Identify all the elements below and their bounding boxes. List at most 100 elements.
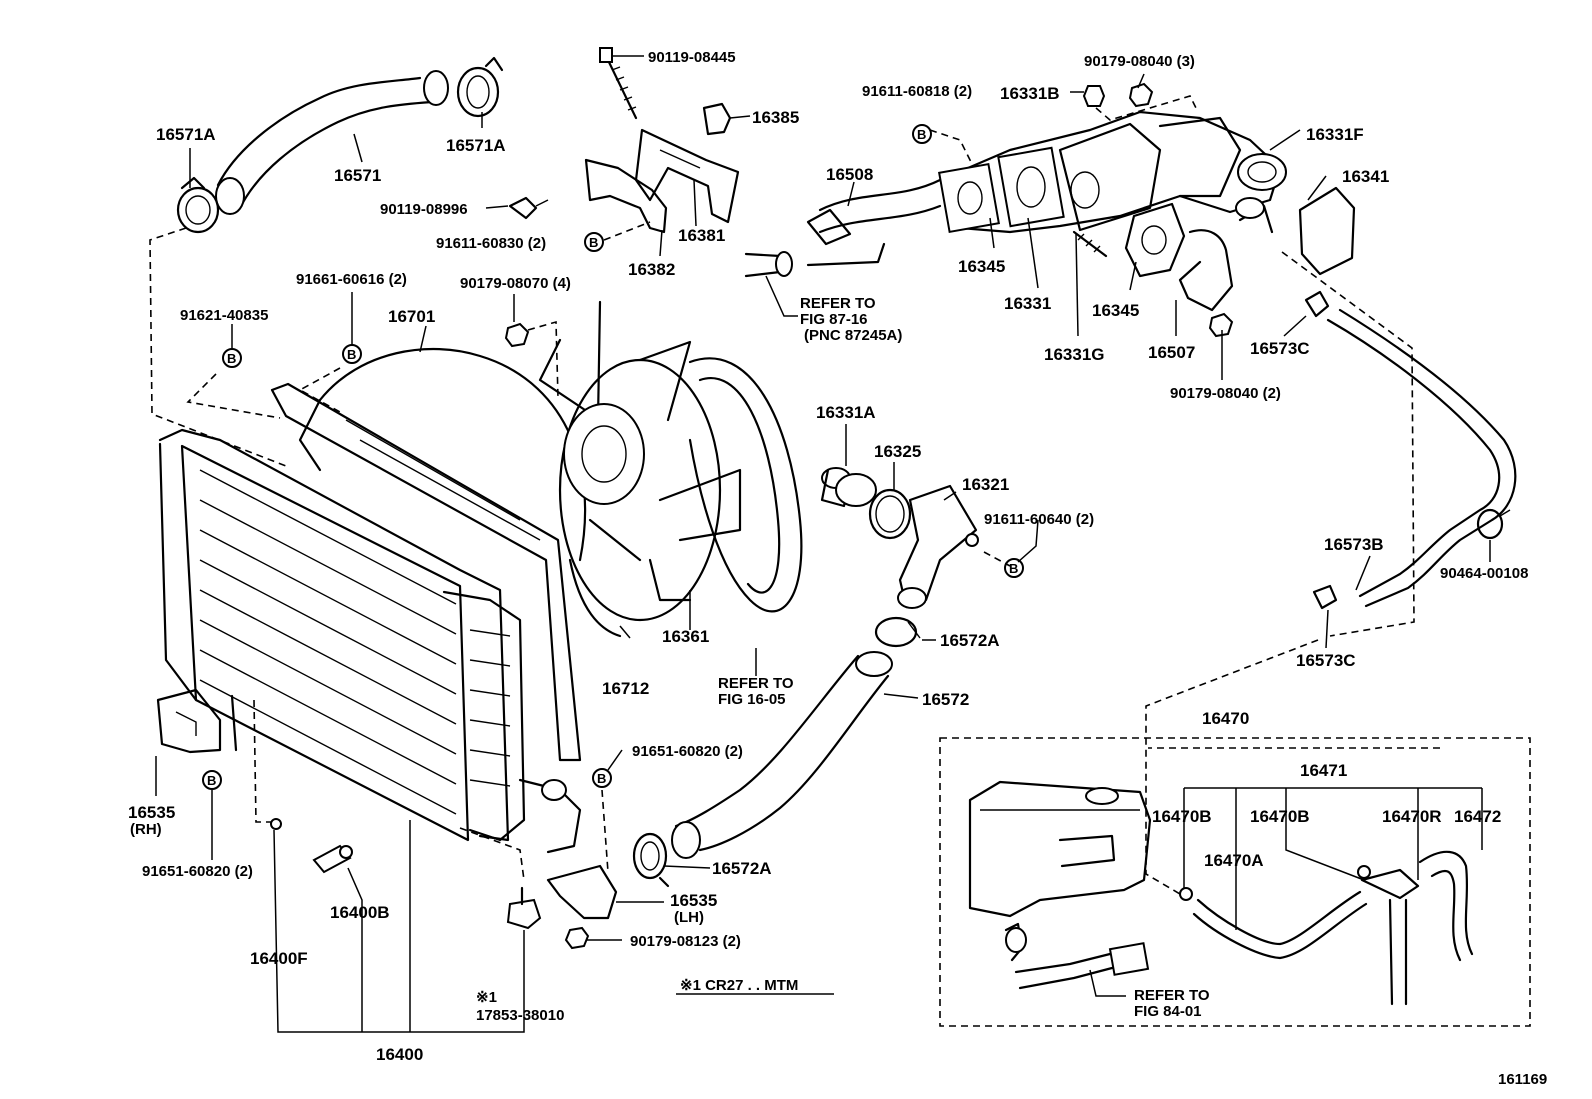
label-16400B: 16400B (330, 903, 390, 922)
v-belt (688, 357, 803, 613)
label-16325: 16325 (874, 442, 921, 461)
svg-text:B: B (917, 127, 926, 142)
label-refer-84-01-b: FIG 84-01 (1134, 1003, 1202, 1020)
water-inlet-16321 (897, 484, 979, 609)
label-16471: 16471 (1300, 761, 1347, 780)
bracket-16382 (584, 158, 668, 234)
label-91611-60830: 91611-60830 (2) (436, 235, 546, 252)
label-16341: 16341 (1342, 167, 1389, 186)
bolt-91651-60820-right: B (592, 768, 612, 788)
label-16381: 16381 (678, 226, 725, 245)
cushion-17853-38010 (506, 886, 542, 930)
bolt-90119-08445 (599, 47, 638, 120)
label-91621-40835: 91621-40835 (180, 307, 268, 324)
label-16701: 16701 (388, 307, 435, 326)
drain-plug-16400F (270, 818, 282, 830)
water-outlet-16331 (806, 110, 1287, 267)
bolt-91611-60640: B (1004, 558, 1024, 578)
svg-text:B: B (589, 235, 598, 250)
nut-90179-08040-top (1128, 82, 1154, 108)
label-91611-60818: 91611-60818 (2) (862, 83, 972, 100)
water-pipe-16507 (1178, 197, 1274, 312)
hose-clamp-16573C-top (1304, 290, 1330, 318)
label-16470A: 16470A (1204, 851, 1264, 870)
label-16472: 16472 (1454, 807, 1501, 826)
reservoir-hose-16573B (1326, 308, 1517, 608)
hose-clamp-16571A-left (176, 176, 220, 234)
label-refer-16-05-b: FIG 16-05 (718, 691, 786, 708)
radiator-16400 (158, 428, 582, 854)
label-16535-lh-a: 16535 (670, 891, 717, 910)
label-16400: 16400 (376, 1045, 423, 1064)
bolt-91611-60830: B (584, 232, 604, 252)
svg-text:B: B (207, 773, 216, 788)
label-refer-16-05-a: REFER TO (718, 675, 794, 692)
gasket-16345-lower (1124, 202, 1186, 278)
leader-lines (149, 55, 1531, 1033)
label-16382: 16382 (628, 260, 675, 279)
label-refer-87-16-c: (PNC 87245A) (804, 327, 902, 344)
figure-number: 161169 (1498, 1071, 1547, 1088)
fan-clutch-16712 (568, 518, 642, 638)
label-16361: 16361 (662, 627, 709, 646)
label-90179-08040-3: 90179-08040 (3) (1084, 53, 1195, 70)
label-90179-08123: 90179-08123 (2) (630, 933, 741, 950)
svg-text:B: B (1009, 561, 1018, 576)
thermostat-16331A (820, 467, 877, 508)
label-90179-08070: 90179-08070 (4) (460, 275, 571, 292)
hose-clamp-16572A-top (874, 616, 921, 648)
gasket-16341 (1298, 186, 1356, 276)
bolt-91621-40835: B (222, 348, 242, 368)
bolt-90179-08123 (564, 926, 590, 950)
label-90119-08996: 90119-08996 (380, 201, 468, 218)
bolt-91651-60820-left: B (202, 770, 222, 790)
stud-16331G (1072, 230, 1108, 258)
reserve-tank-hoses-16471 (1179, 850, 1474, 1006)
label-16572: 16572 (922, 690, 969, 709)
label-16345-a: 16345 (958, 257, 1005, 276)
gasket-16325 (868, 488, 912, 540)
label-16470B-a: 16470B (1152, 807, 1212, 826)
label-16573C-bottom: 16573C (1296, 651, 1356, 670)
part-labels: 16571A 16571 16571A 90119-08445 16385 90… (128, 49, 1547, 1088)
label-refer-87-16-b: FIG 87-16 (800, 311, 868, 328)
label-16331B: 16331B (1000, 84, 1060, 103)
label-91651-60820-right: 91651-60820 (2) (632, 743, 743, 760)
label-16571A-left: 16571A (156, 125, 216, 144)
label-91611-60640: 91611-60640 (2) (984, 511, 1094, 528)
label-16535-rh-b: (RH) (130, 821, 162, 838)
label-16470: 16470 (1202, 709, 1249, 728)
label-90119-08445: 90119-08445 (648, 49, 736, 66)
label-note-mark: ※1 (476, 989, 497, 1006)
bolt-90119-08996 (508, 196, 549, 220)
bolt-91611-60818: B (912, 124, 932, 144)
label-16535-lh-b: (LH) (674, 909, 704, 926)
label-16345-b: 16345 (1092, 301, 1139, 320)
nut-90179-08070 (504, 322, 530, 348)
label-16331: 16331 (1004, 294, 1051, 313)
label-16572A-top: 16572A (940, 631, 1000, 650)
label-16508: 16508 (826, 165, 873, 184)
hose-end-refer-87-16 (744, 251, 793, 278)
bracket-16381 (634, 128, 740, 224)
nut-16331B (1082, 85, 1106, 107)
label-16331F: 16331F (1306, 125, 1364, 144)
label-16400F: 16400F (250, 949, 308, 968)
label-16712: 16712 (602, 679, 649, 698)
label-90179-08040-2: 90179-08040 (2) (1170, 385, 1281, 402)
label-16571A-right: 16571A (446, 136, 506, 155)
label-91661-60616: 91661-60616 (2) (296, 271, 407, 288)
fan-16361 (538, 300, 742, 622)
label-16331A: 16331A (816, 403, 876, 422)
label-refer-87-16-a: REFER TO (800, 295, 876, 312)
hose-clamp-16572A-bottom (632, 832, 670, 888)
drain-cock-16400B (312, 844, 353, 874)
lower-radiator-hose-16572 (671, 651, 893, 859)
label-16573C-top: 16573C (1250, 339, 1310, 358)
label-16321: 16321 (962, 475, 1009, 494)
label-16470B-b: 16470B (1250, 807, 1310, 826)
label-16535-rh-a: 16535 (128, 803, 175, 822)
clip-16385 (702, 102, 732, 136)
svg-text:B: B (227, 351, 236, 366)
